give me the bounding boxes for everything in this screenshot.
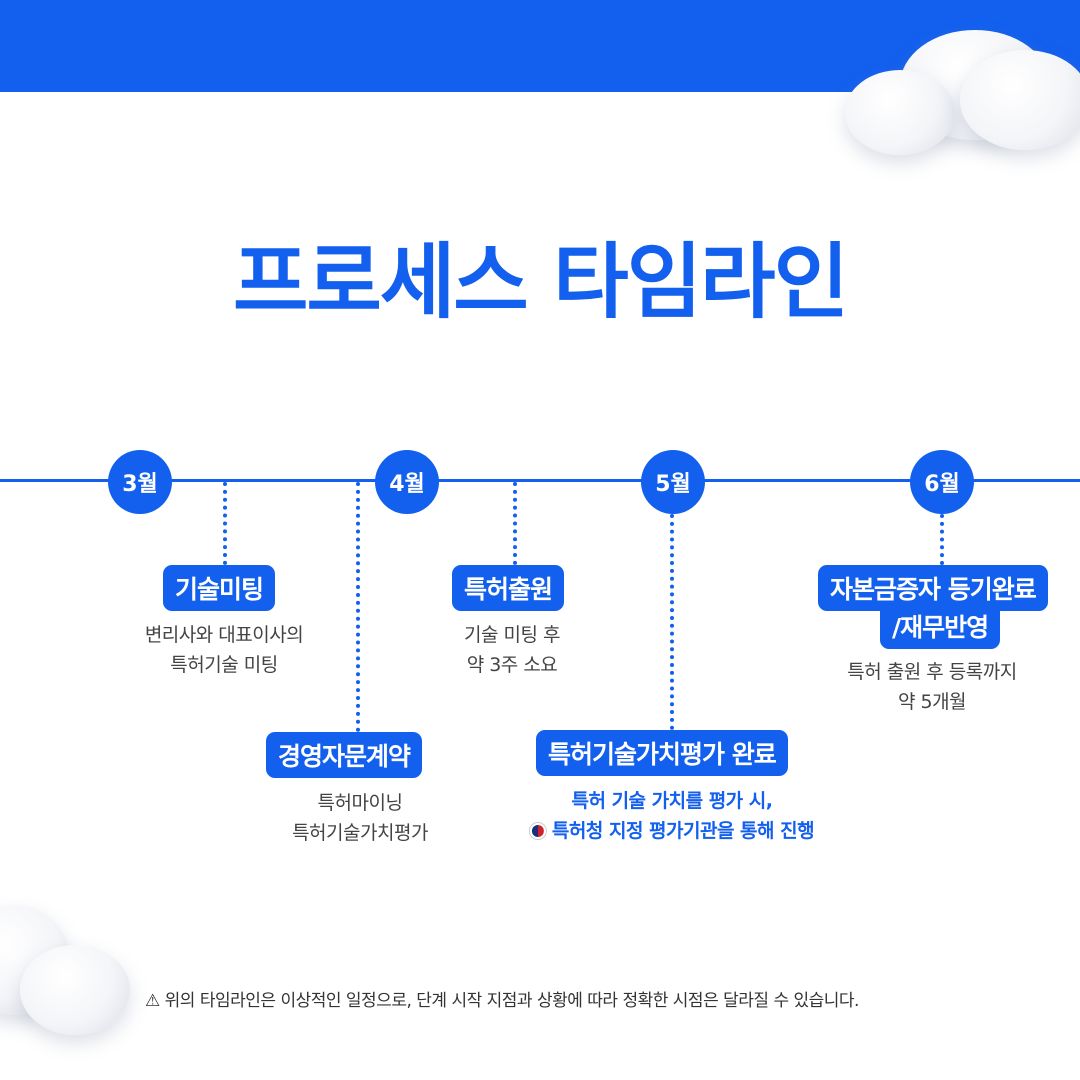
month-marker-may: 5월 xyxy=(641,450,705,514)
desc-line: 특허마이닝 xyxy=(317,792,403,814)
timeline-line xyxy=(0,479,1080,482)
desc-line: 특허 기술 가치를 평가 시, xyxy=(571,790,773,812)
connector xyxy=(670,514,674,730)
desc-line: 변리사와 대표이사의 xyxy=(144,624,304,646)
step-valuation-complete: 특허기술가치평가 완료 xyxy=(536,730,788,776)
desc-line: 약 3주 소요 xyxy=(466,654,558,676)
desc-line: 특허청 지정 평가기관을 통해 진행 xyxy=(529,816,815,846)
warning-icon: ⚠ xyxy=(145,991,165,1011)
step-valuation-desc: 특허 기술 가치를 평가 시, 특허청 지정 평가기관을 통해 진행 xyxy=(529,786,815,846)
cloud-top-right-2 xyxy=(845,70,955,155)
connector xyxy=(223,482,227,565)
desc-line: 기술 미팅 후 xyxy=(464,624,560,646)
step-tech-meeting: 기술미팅 xyxy=(163,565,276,611)
step-consulting-contract: 경영자문계약 xyxy=(266,732,423,778)
desc-line: 약 5개월 xyxy=(897,691,967,713)
disclaimer: ⚠ 위의 타임라인은 이상적인 일정으로, 단계 시작 지점과 상황에 따라 정… xyxy=(145,986,859,1011)
step-capital-increase-line2: /재무반영 xyxy=(880,603,1001,649)
connector xyxy=(356,482,360,732)
connector xyxy=(513,482,517,565)
cloud-bottom-left-2 xyxy=(20,945,130,1035)
connector xyxy=(940,514,944,565)
month-marker-march: 3월 xyxy=(108,450,172,514)
cloud-top-right-3 xyxy=(960,50,1080,150)
desc-line: 특허기술 미팅 xyxy=(170,654,278,676)
desc-line: 특허 출원 후 등록까지 xyxy=(847,661,1017,683)
page-title: 프로세스 타임라인 xyxy=(232,235,849,330)
desc-line-text: 특허청 지정 평가기관을 통해 진행 xyxy=(551,820,815,842)
month-marker-june: 6월 xyxy=(910,450,974,514)
month-marker-april: 4월 xyxy=(375,450,439,514)
desc-line: 특허기술가치평가 xyxy=(292,822,428,844)
kipo-logo-icon xyxy=(529,823,546,839)
disclaimer-text: 위의 타임라인은 이상적인 일정으로, 단계 시작 지점과 상황에 따라 정확한… xyxy=(164,991,860,1011)
step-patent-filing: 특허출원 xyxy=(452,565,565,611)
